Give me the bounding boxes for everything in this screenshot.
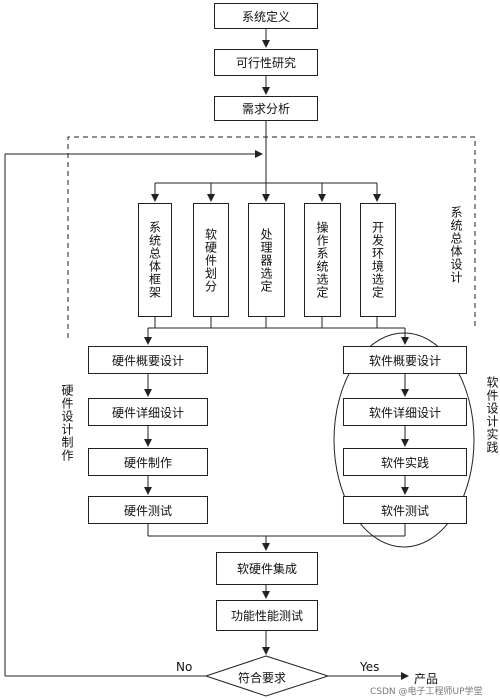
feasibility-study-box: 可行性研究 [214,49,318,76]
hw-sw-integration-box: 软硬件集成 [216,552,318,585]
hw-design-fabrication-label: 硬件设计制作 [60,384,74,462]
sw-practice-label: 软件实践 [380,455,429,470]
feasibility-study-label: 可行性研究 [235,56,296,70]
hw-sw-integration-label: 软硬件集成 [236,562,297,576]
product-label: 产品 [414,672,439,686]
system-architecture-label: 系统总体框架 [147,221,162,299]
processor-selection-label: 处理器选定 [259,227,273,293]
function-performance-test-label: 功能性能测试 [230,609,303,623]
sw-detail-design-label: 软件详细设计 [368,405,441,420]
system-overall-design-label: 系统总体设计 [449,206,463,284]
hw-sw-partition-label: 软硬件划分 [203,227,218,293]
hw-sw-partition-box: 软硬件划分 [193,203,229,317]
sw-overview-design-box: 软件概要设计 [343,346,467,374]
hw-detail-design-box: 硬件详细设计 [88,398,208,426]
dev-env-selection-box: 开发环境选定 [360,203,396,317]
sw-detail-design-box: 软件详细设计 [343,398,467,426]
decision-label: 符合要求 [238,671,287,685]
hw-overview-design-label: 硬件概要设计 [111,353,184,368]
hw-overview-design-box: 硬件概要设计 [88,346,208,374]
function-performance-test-box: 功能性能测试 [216,600,318,631]
hw-fabrication-box: 硬件制作 [88,448,208,476]
software-ellipse [333,332,475,548]
requirements-analysis-label: 需求分析 [241,102,290,116]
yes-label: Yes [360,660,380,674]
system-definition-box: 系统定义 [214,3,318,29]
sw-design-practice-label: 软件设计实践 [485,376,499,454]
watermark: CSDN @电子工程师UP学堂 [370,687,483,697]
system-architecture-box: 系统总体框架 [138,203,172,317]
hw-testing-label: 硬件测试 [123,503,172,518]
decision-diamond [204,655,330,697]
sw-overview-design-label: 软件概要设计 [368,353,441,368]
dev-env-selection-label: 开发环境选定 [370,221,385,299]
processor-selection-box: 处理器选定 [248,203,285,317]
hw-testing-box: 硬件测试 [88,496,208,524]
hw-detail-design-label: 硬件详细设计 [111,405,184,420]
os-selection-label: 操作系统选定 [315,221,329,299]
sw-testing-label: 软件测试 [380,503,429,518]
sw-practice-box: 软件实践 [343,448,467,476]
requirements-analysis-box: 需求分析 [214,96,318,121]
hw-fabrication-label: 硬件制作 [123,455,172,470]
system-definition-label: 系统定义 [241,9,290,24]
no-label: No [176,660,193,674]
os-selection-box: 操作系统选定 [304,203,341,317]
sw-testing-box: 软件测试 [343,496,467,524]
